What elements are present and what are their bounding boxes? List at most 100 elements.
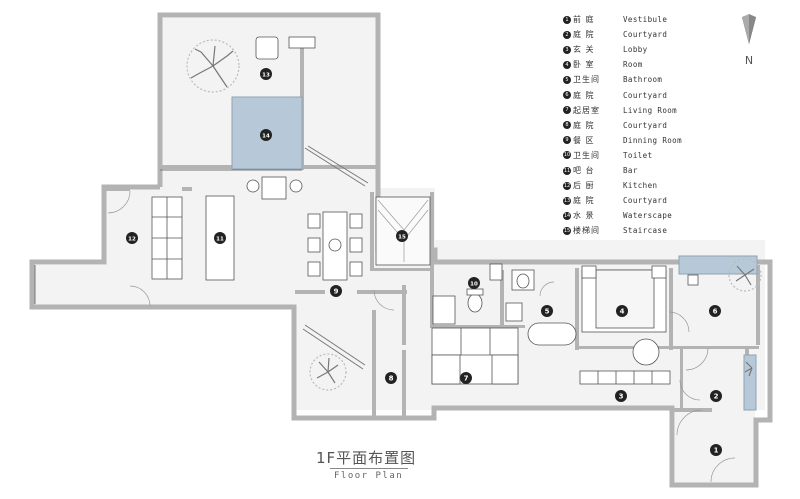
legend-label-cn: 后 厨 bbox=[573, 181, 595, 191]
room-marker-dot bbox=[214, 232, 226, 244]
legend-label-cn: 卧 室 bbox=[573, 60, 595, 70]
room-marker-dot bbox=[396, 230, 408, 242]
room-marker: 13 bbox=[260, 68, 272, 80]
legend-number: 11 bbox=[563, 166, 571, 175]
legend-label-cn: 卫生间 bbox=[573, 150, 600, 160]
room-marker: 4 bbox=[616, 305, 628, 317]
furniture bbox=[151, 36, 699, 385]
legend-label-en: Room bbox=[623, 60, 643, 70]
room-marker-dot bbox=[709, 305, 721, 317]
room-marker-number: 4 bbox=[620, 308, 625, 316]
legend-label-cn: 起居室 bbox=[573, 105, 600, 115]
room-marker-dot bbox=[260, 68, 272, 80]
legend-label-cn: 卫生间 bbox=[573, 75, 600, 85]
room-marker: 14 bbox=[260, 129, 272, 141]
legend-label-cn: 庭 院 bbox=[573, 120, 595, 130]
title-divider bbox=[330, 468, 408, 469]
room-marker-number: 2 bbox=[714, 393, 719, 401]
room-marker-dot bbox=[710, 444, 722, 456]
legend-label-en: Waterscape bbox=[623, 211, 673, 221]
legend-label-en: Kitchen bbox=[623, 181, 658, 191]
room-marker-number: 14 bbox=[262, 134, 270, 140]
legend-label-cn: 楼梯间 bbox=[573, 226, 600, 236]
legend-number: 7 bbox=[563, 106, 571, 115]
tree-icon bbox=[744, 361, 753, 377]
door-swings bbox=[107, 190, 736, 483]
room-marker: 1 bbox=[710, 444, 722, 456]
room-marker: 9 bbox=[330, 285, 342, 297]
legend-label-cn: 前 庭 bbox=[573, 15, 595, 24]
legend-label-en: Vestibule bbox=[623, 15, 668, 24]
legend-number: 3 bbox=[563, 45, 571, 54]
legend-label-cn: 庭 院 bbox=[573, 90, 595, 100]
room-marker: 12 bbox=[126, 232, 138, 244]
room-marker-number: 10 bbox=[470, 282, 478, 288]
water-features bbox=[231, 96, 758, 411]
legend-label-en: Bar bbox=[623, 166, 638, 175]
compass-label: N bbox=[745, 54, 753, 67]
legend-label-en: Courtyard bbox=[623, 90, 668, 100]
room-marker: 2 bbox=[710, 390, 722, 402]
legend-label-en: Dinning Room bbox=[623, 135, 682, 145]
room-marker-number: 1 bbox=[714, 447, 719, 455]
legend-number: 8 bbox=[563, 121, 571, 130]
legend-number: 10 bbox=[563, 151, 571, 160]
room-marker: 15 bbox=[396, 230, 408, 242]
room-marker-number: 13 bbox=[262, 73, 270, 79]
room-marker-dot bbox=[615, 390, 627, 402]
tree-icon bbox=[728, 258, 762, 292]
legend-number: 9 bbox=[563, 136, 571, 145]
legend-number: 1 bbox=[563, 15, 571, 24]
legend-number: 5 bbox=[563, 75, 571, 84]
legend-number: 15 bbox=[563, 226, 571, 235]
room-marker-number: 7 bbox=[464, 375, 469, 383]
room-marker-dot bbox=[616, 305, 628, 317]
legend-label-cn: 吧 台 bbox=[573, 166, 595, 175]
tree-icon bbox=[309, 353, 347, 391]
legend-label-en: Toilet bbox=[623, 150, 653, 160]
legend-label-en: Staircase bbox=[623, 226, 668, 236]
legend-label-en: Living Room bbox=[623, 105, 678, 115]
room-marker-dot bbox=[126, 232, 138, 244]
legend-label-cn: 水 景 bbox=[573, 211, 595, 221]
glass-lines bbox=[34, 145, 369, 370]
room-marker-dot bbox=[385, 372, 397, 384]
legend-number: 4 bbox=[563, 60, 571, 69]
room-marker-dot bbox=[460, 372, 472, 384]
room-marker-number: 11 bbox=[216, 237, 224, 243]
legend-number: 14 bbox=[563, 211, 571, 220]
room-marker-number: 5 bbox=[545, 308, 550, 316]
legend-number: 13 bbox=[563, 196, 571, 205]
room-marker: 11 bbox=[214, 232, 226, 244]
room-marker: 6 bbox=[709, 305, 721, 317]
room-marker-dot bbox=[330, 285, 342, 297]
room-marker-number: 8 bbox=[389, 375, 394, 383]
room-marker-dot bbox=[710, 390, 722, 402]
legend-label-cn: 餐 区 bbox=[573, 135, 595, 145]
legend-number: 12 bbox=[563, 181, 571, 190]
room-marker-number: 9 bbox=[334, 288, 339, 296]
room-marker-number: 3 bbox=[619, 393, 624, 401]
room-marker-dot bbox=[260, 129, 272, 141]
legend-number: 6 bbox=[563, 91, 571, 99]
legend-label-en: Lobby bbox=[623, 45, 648, 55]
room-marker-dot bbox=[541, 305, 553, 317]
room-marker: 5 bbox=[541, 305, 553, 317]
room-marker: 8 bbox=[385, 372, 397, 384]
room-marker: 7 bbox=[460, 372, 472, 384]
legend-label-en: Courtyard bbox=[623, 30, 668, 40]
